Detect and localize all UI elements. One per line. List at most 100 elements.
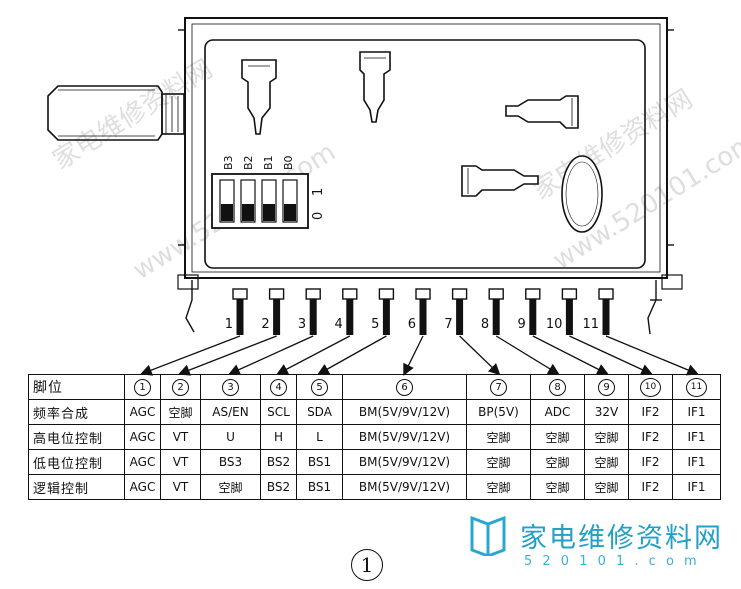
pin-arrow: [403, 335, 424, 376]
pin-arrows: [140, 335, 699, 376]
pin-number: 2: [261, 317, 269, 332]
table-column-header: 7: [466, 374, 531, 400]
pin-number-circle: 5: [311, 379, 328, 396]
pin-arrow: [569, 335, 653, 375]
pin-number-circle: 3: [222, 379, 239, 396]
table-cell: IF1: [672, 474, 721, 500]
table-cell: AGC: [124, 449, 161, 475]
pin-head: [378, 288, 395, 300]
pin-head: [561, 288, 578, 300]
table-corner-label: 脚位: [28, 374, 125, 400]
pin-arrow: [532, 335, 609, 375]
mounting-tab: [185, 280, 662, 335]
pin-arrow: [228, 335, 314, 376]
pin-number: 11: [582, 317, 599, 332]
pin-number: 1: [225, 317, 233, 332]
table-column-header: 1: [124, 374, 161, 400]
table-cell: VT: [160, 449, 201, 475]
pin-head: [305, 288, 321, 300]
table-column-header: 4: [260, 374, 297, 400]
pin-leg: [382, 299, 390, 335]
table-column-header: 6: [342, 374, 467, 400]
table-cell: BM(5V/9V/12V): [342, 474, 467, 500]
table-cell: BM(5V/9V/12V): [342, 399, 467, 425]
pin-head: [342, 288, 358, 300]
table-cell: VT: [160, 474, 201, 500]
pin-leg: [419, 299, 427, 335]
table-cell: 空脚: [466, 474, 531, 500]
pin-number-circle: 8: [549, 379, 566, 396]
pin-leg: [529, 299, 537, 335]
table-row-label: 频率合成: [28, 399, 125, 425]
pin-number-circle: 10: [640, 378, 661, 397]
table-row-label: 低电位控制: [28, 449, 125, 475]
table-cell: 空脚: [200, 474, 261, 500]
pin-leg: [236, 299, 244, 335]
table-cell: BP(5V): [466, 399, 531, 425]
pin: 2: [261, 288, 285, 335]
pin-head: [268, 288, 285, 300]
pin-leg: [456, 299, 464, 335]
table-cell: IF1: [672, 449, 721, 475]
table-row-label: 高电位控制: [28, 424, 125, 450]
watermark: 家电维修资料网 www.520101.com 家电维修资料网 www.52010…: [48, 54, 741, 286]
dip-switch: B3 B2 B1 B0 1 0: [211, 155, 326, 229]
table-cell: IF2: [628, 424, 673, 450]
table-column-header: 11: [672, 374, 721, 400]
dip-switch-lever: [242, 204, 254, 221]
dip-label-b0: B0: [282, 155, 295, 170]
table-cell: 空脚: [584, 449, 629, 475]
pin: 10: [546, 288, 578, 335]
pin-number-circle: 11: [686, 378, 707, 397]
pin: 7: [444, 288, 468, 335]
table-cell: BS2: [260, 474, 297, 500]
table-cell: 空脚: [466, 449, 531, 475]
table-cell: IF1: [672, 424, 721, 450]
pin-number-circle: 2: [172, 379, 189, 396]
pin-arrow: [178, 335, 277, 376]
book-icon: [470, 515, 506, 556]
table-cell: 空脚: [530, 449, 585, 475]
pin-number: 9: [518, 317, 526, 332]
table-cell: BS2: [260, 449, 297, 475]
table-cell: H: [260, 424, 297, 450]
pin-leg: [602, 299, 610, 335]
pin-head: [415, 288, 431, 300]
pin-arrow: [459, 335, 501, 376]
pin-number: 5: [371, 317, 379, 332]
table-cell: 空脚: [530, 424, 585, 450]
table-cell: AGC: [124, 474, 161, 500]
pin-head: [488, 288, 504, 300]
pin-leg: [565, 299, 573, 335]
table-cell: SDA: [296, 399, 343, 425]
table-cell: BM(5V/9V/12V): [342, 449, 467, 475]
pin: 9: [518, 288, 541, 335]
pin-arrow: [495, 335, 560, 375]
table-column-header: 8: [530, 374, 585, 400]
table-cell: 空脚: [466, 424, 531, 450]
table-cell: IF1: [672, 399, 721, 425]
pin-head: [232, 288, 248, 300]
trimmer-component: [241, 51, 603, 233]
pin-leg: [273, 299, 281, 335]
table-column-header: 5: [296, 374, 343, 400]
table-cell: IF2: [628, 399, 673, 425]
table-column-header: 3: [200, 374, 261, 400]
pin-leg: [492, 299, 500, 335]
pin: 6: [408, 288, 431, 335]
table-cell: ADC: [530, 399, 585, 425]
table-cell: 32V: [584, 399, 629, 425]
pin-arrow: [140, 335, 241, 376]
pin-number: 7: [444, 317, 452, 332]
table-cell: 空脚: [584, 474, 629, 500]
dip-state-on: 1: [311, 188, 326, 196]
pin: 5: [371, 288, 395, 335]
pin-number-circle: 7: [490, 379, 507, 396]
table-column-header: 9: [584, 374, 629, 400]
pin-head: [525, 288, 541, 300]
dip-switch-lever: [263, 204, 275, 221]
table-cell: U: [200, 424, 261, 450]
